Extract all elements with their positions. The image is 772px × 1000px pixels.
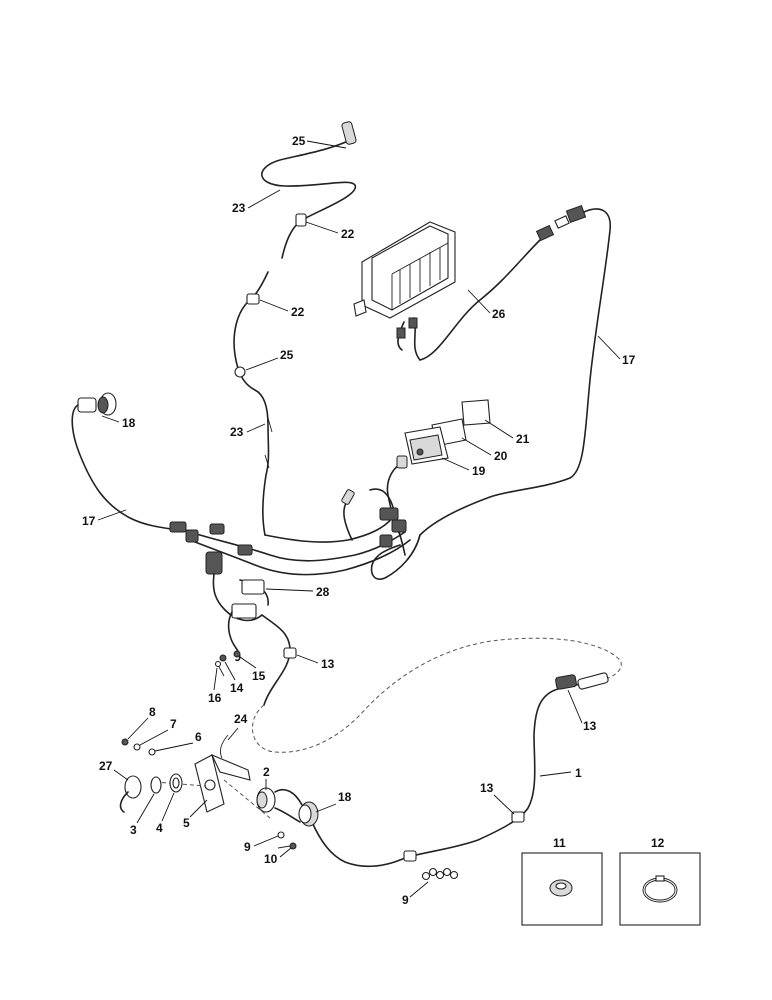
harness-1: [256, 672, 609, 868]
inset-12: [619, 852, 701, 926]
callout-13-lower: 13: [480, 781, 494, 795]
routing-loop: [252, 637, 622, 753]
controller-module: [353, 221, 456, 361]
harness-26-17: [419, 204, 611, 536]
callout-25-top: 25: [292, 134, 306, 148]
callout-26: 26: [492, 307, 506, 321]
callout-18-lower: 18: [338, 790, 352, 804]
callout-15: 15: [252, 669, 266, 683]
sensor-lead: [233, 121, 357, 536]
callout-13-right: 13: [583, 719, 597, 733]
callout-labels: 25 23 22 22 26 17 25 18 23 21 20 19 17 2…: [82, 134, 665, 907]
callout-22-b: 22: [291, 305, 305, 319]
callout-16: 16: [208, 691, 222, 705]
callout-7: 7: [170, 717, 177, 731]
callout-5: 5: [183, 816, 190, 830]
callout-14: 14: [230, 681, 244, 695]
callout-12: 12: [651, 836, 665, 850]
callout-11: 11: [553, 836, 566, 850]
callout-17-right: 17: [622, 353, 636, 367]
main-harness: [71, 392, 421, 706]
decal-parts: [404, 399, 491, 465]
callout-17-left: 17: [82, 514, 96, 528]
callout-4: 4: [156, 821, 163, 835]
callout-20: 20: [494, 449, 508, 463]
callout-9-bracket: 9: [244, 840, 251, 854]
callout-19: 19: [472, 464, 486, 478]
inset-11: [521, 852, 603, 926]
callout-1: 1: [575, 766, 582, 780]
callout-3: 3: [130, 823, 137, 837]
callout-24: 24: [234, 712, 248, 726]
callout-23-top: 23: [232, 201, 246, 215]
callout-8: 8: [149, 705, 156, 719]
callout-25-mid: 25: [280, 348, 294, 362]
callout-10: 10: [264, 852, 278, 866]
callout-9-nuts: 9: [402, 893, 409, 907]
mount-bracket: [119, 734, 459, 881]
callout-27: 27: [99, 759, 113, 773]
callout-2: 2: [263, 765, 270, 779]
callout-23-mid: 23: [230, 425, 244, 439]
callout-28: 28: [316, 585, 330, 599]
callout-6: 6: [195, 730, 202, 744]
callout-21: 21: [516, 432, 530, 446]
callout-18-top: 18: [122, 416, 136, 430]
callout-13-upper: 13: [321, 657, 335, 671]
callout-22-a: 22: [341, 227, 355, 241]
